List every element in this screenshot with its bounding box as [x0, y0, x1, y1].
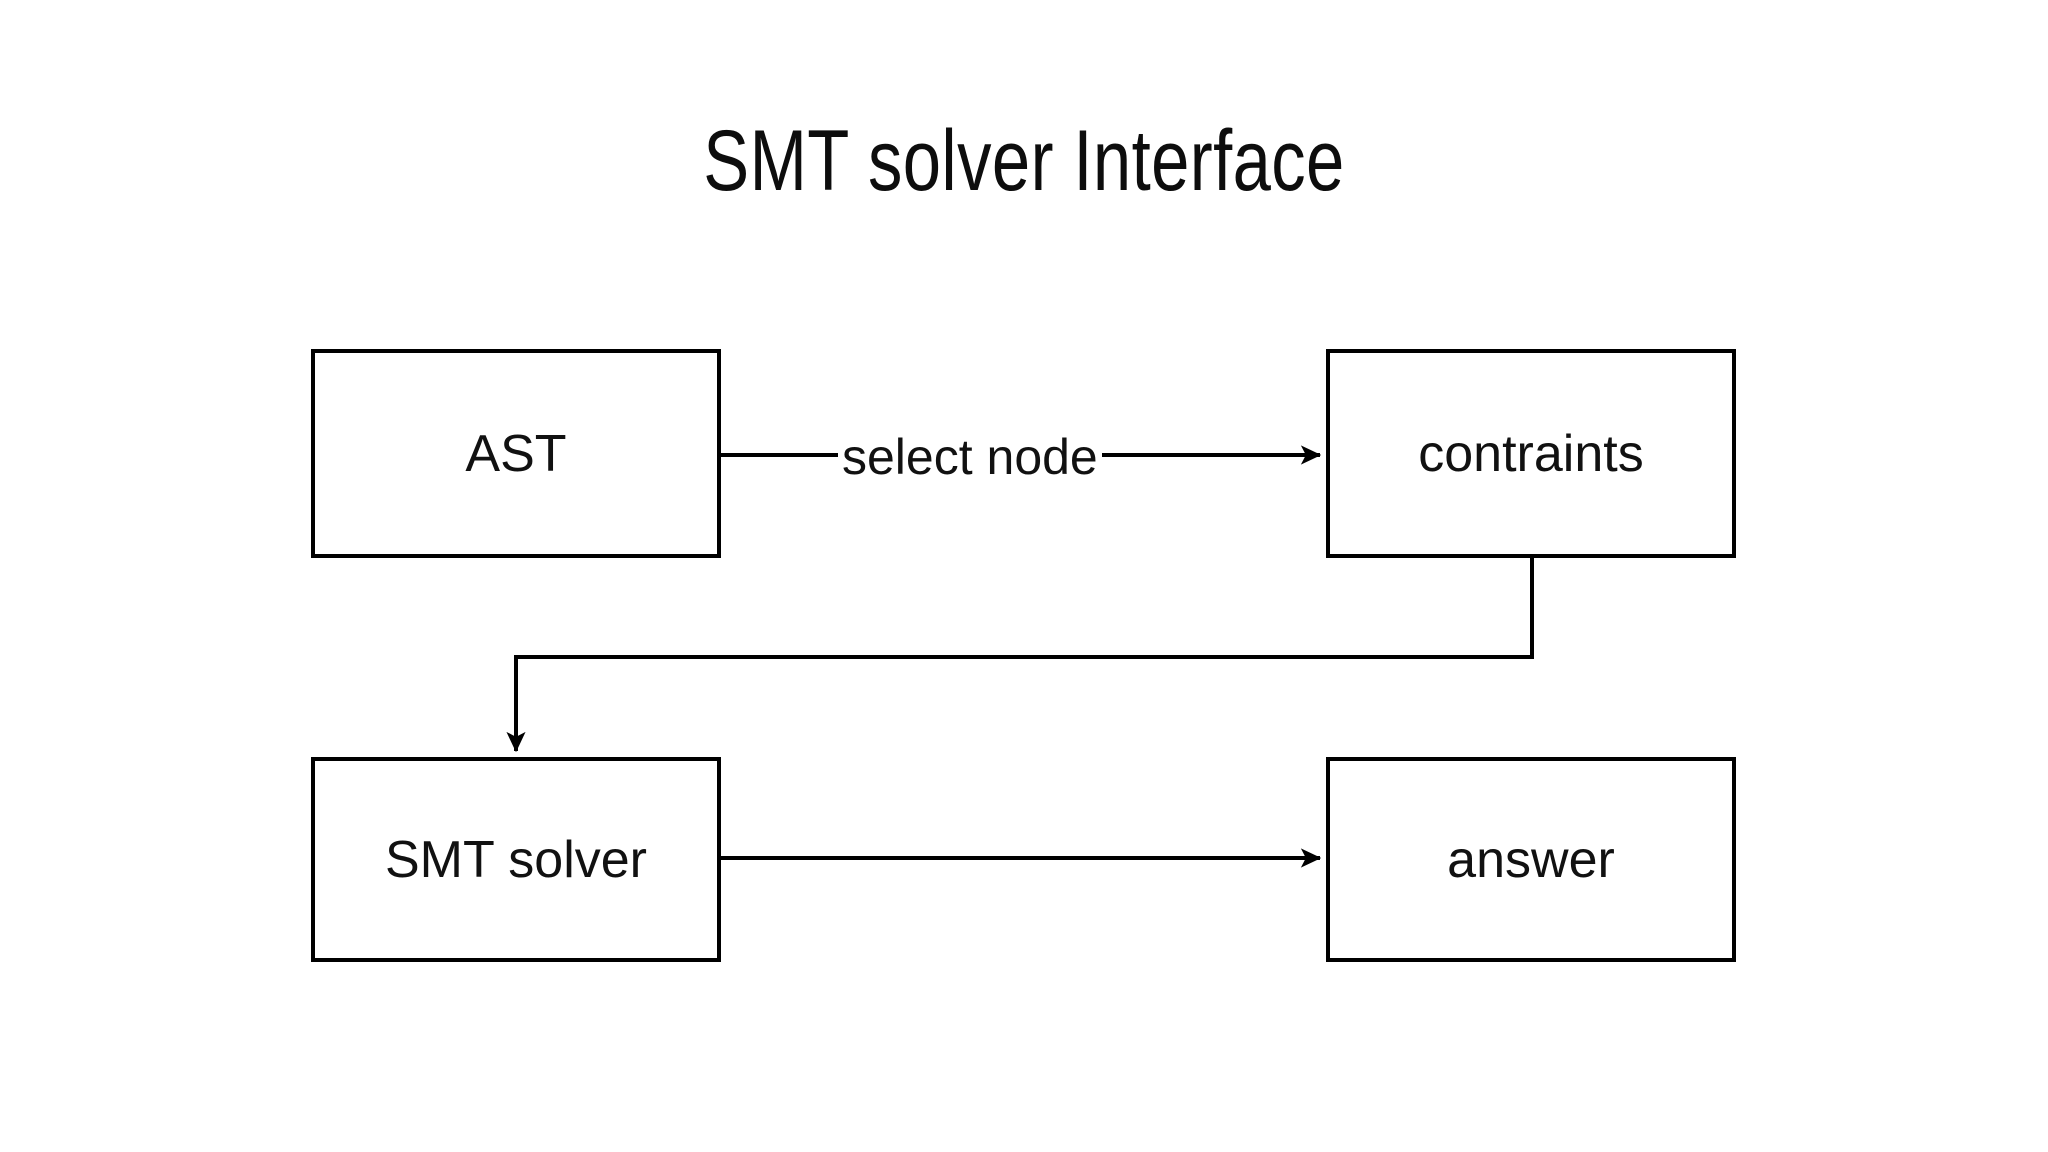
- node-smt-solver-label: SMT solver: [385, 830, 647, 889]
- node-answer-label: answer: [1447, 830, 1615, 889]
- node-answer[interactable]: answer: [1326, 757, 1736, 962]
- node-ast[interactable]: AST: [311, 349, 721, 558]
- page-title: SMT solver Interface: [703, 113, 1345, 209]
- node-ast-label: AST: [465, 424, 567, 483]
- edge-label-select-node: select node: [838, 426, 1102, 488]
- edge-constraints-to-smt: [506, 558, 1534, 753]
- node-constraints-label: contraints: [1418, 424, 1644, 483]
- node-smt-solver[interactable]: SMT solver: [311, 757, 721, 962]
- node-constraints[interactable]: contraints: [1326, 349, 1736, 558]
